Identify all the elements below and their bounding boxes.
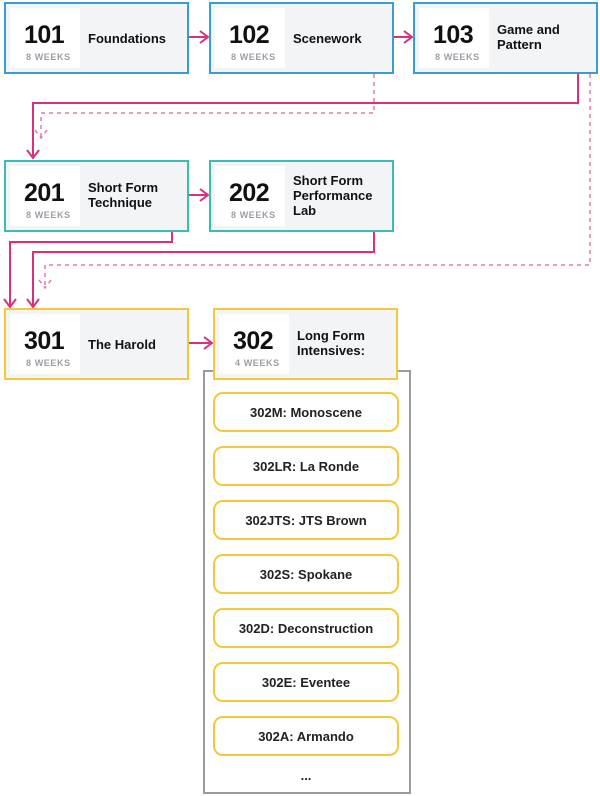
arrowhead-103-301-optional <box>38 279 52 290</box>
course-number-cell: 102 8 WEEKS <box>215 8 285 68</box>
course-number-cell: 202 8 WEEKS <box>215 166 285 226</box>
course-number: 101 <box>24 21 65 49</box>
course-number: 202 <box>229 179 270 207</box>
course-201: 201 8 WEEKS Short Form Technique <box>4 160 189 232</box>
course-title: Scenework <box>293 31 362 46</box>
course-title: Foundations <box>88 31 166 46</box>
arrowhead-102-103 <box>403 30 414 44</box>
arrow-202-301 <box>32 232 375 307</box>
arrowhead-201-202 <box>199 188 210 202</box>
arrow-103-201 <box>32 74 579 158</box>
course-202: 202 8 WEEKS Short Form Performance Lab <box>209 160 394 232</box>
course-302: 302 4 WEEKS Long Form Intensives: <box>213 308 398 380</box>
course-number-cell: 302 4 WEEKS <box>219 314 289 374</box>
course-title: Short Form Performance Lab <box>293 173 372 218</box>
course-title-line: Short Form <box>88 180 159 195</box>
intensive-item: 302A: Armando <box>213 716 399 756</box>
course-number-cell: 103 8 WEEKS <box>419 8 489 68</box>
course-title-line: Intensives: <box>297 343 365 358</box>
course-title: Game and Pattern <box>497 22 560 52</box>
course-101: 101 8 WEEKS Foundations <box>4 2 189 74</box>
course-title-line: Performance <box>293 188 373 203</box>
intensive-item: 302E: Eventee <box>213 662 399 702</box>
course-title: The Harold <box>88 337 156 352</box>
course-duration: 4 WEEKS <box>235 358 280 368</box>
course-number: 301 <box>24 327 65 355</box>
course-number-cell: 301 8 WEEKS <box>10 314 80 374</box>
course-number: 103 <box>433 21 474 49</box>
arrowhead-301-302 <box>203 336 214 350</box>
arrow-201-301 <box>9 232 173 307</box>
course-title: Long Form Intensives: <box>297 328 365 358</box>
course-title-line: Pattern <box>497 37 542 52</box>
arrowhead-101-102 <box>199 30 210 44</box>
course-duration: 8 WEEKS <box>231 210 276 220</box>
course-title-line: Short Form <box>293 173 364 188</box>
course-title-line: Technique <box>88 195 153 210</box>
course-number: 201 <box>24 179 65 207</box>
course-title-line: Game and <box>497 22 560 37</box>
course-number-cell: 101 8 WEEKS <box>10 8 80 68</box>
course-duration: 8 WEEKS <box>26 52 71 62</box>
course-102: 102 8 WEEKS Scenework <box>209 2 394 74</box>
more-intensives-ellipsis: ... <box>300 768 312 783</box>
intensive-item: 302M: Monoscene <box>213 392 399 432</box>
intensive-item: 302JTS: JTS Brown <box>213 500 399 540</box>
intensive-item: 302S: Spokane <box>213 554 399 594</box>
arrowhead-202-301 <box>26 298 40 309</box>
course-number: 102 <box>229 21 270 49</box>
course-duration: 8 WEEKS <box>26 210 71 220</box>
course-number-cell: 201 8 WEEKS <box>10 166 80 226</box>
course-duration: 8 WEEKS <box>26 358 71 368</box>
intensive-item: 302D: Deconstruction <box>213 608 399 648</box>
course-title: Short Form Technique <box>88 180 158 210</box>
course-title-line: Long Form <box>297 328 365 343</box>
arrowhead-103-201 <box>26 149 40 160</box>
intensive-item: 302LR: La Ronde <box>213 446 399 486</box>
course-title-line: Lab <box>293 203 317 218</box>
course-301: 301 8 WEEKS The Harold <box>4 308 189 380</box>
course-103: 103 8 WEEKS Game and Pattern <box>413 2 598 74</box>
course-number: 302 <box>233 327 274 355</box>
course-duration: 8 WEEKS <box>435 52 480 62</box>
course-duration: 8 WEEKS <box>231 52 276 62</box>
arrowhead-102-201-optional <box>34 129 48 140</box>
arrowhead-201-301 <box>3 298 17 309</box>
arrow-102-201-optional <box>40 74 375 138</box>
arrow-103-301-optional <box>44 74 591 288</box>
